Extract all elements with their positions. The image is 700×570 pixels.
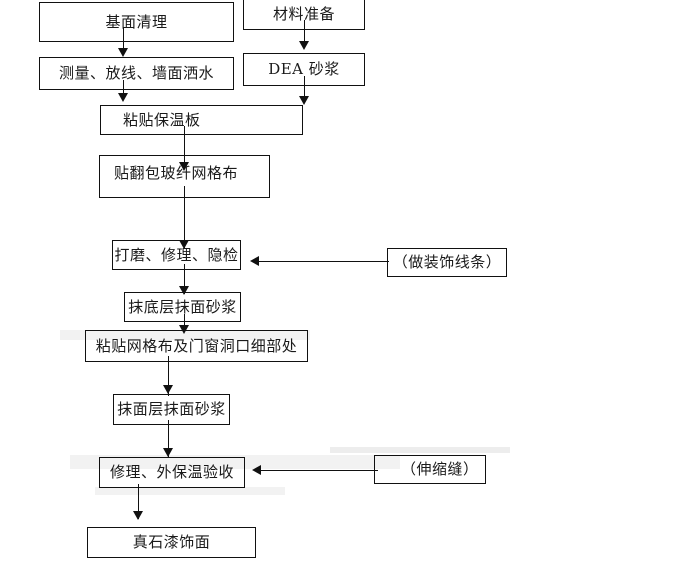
edge-cleaning-to-measure-line	[123, 28, 124, 49]
node-label: （伸缩缝）	[401, 460, 479, 479]
edge-board-to-mesh-arrow	[179, 162, 189, 171]
node-label: 基面清理	[105, 12, 168, 31]
edge-acceptance-to-stonepaint-line	[138, 484, 139, 519]
node-stone-paint-finish[interactable]: 真石漆饰面	[87, 527, 256, 558]
edge-openings-to-finishcoat-line	[168, 356, 169, 396]
node-finish-coat-mortar[interactable]: 抹面层抹面砂浆	[113, 394, 230, 425]
node-repair-and-acceptance[interactable]: 修理、外保温验收	[99, 457, 245, 488]
node-expansion-joint[interactable]: （伸缩缝）	[374, 455, 486, 484]
edge-mesh-to-grind-arrow	[179, 240, 189, 249]
edge-acceptance-to-stonepaint-arrow	[133, 511, 143, 520]
edge-board-to-mesh-line	[184, 126, 185, 169]
edge-decor-to-grind-arrow	[250, 256, 259, 266]
edge-basecoat-to-openings-arrow	[179, 325, 189, 334]
node-label: 真石漆饰面	[132, 533, 211, 552]
node-label: 粘贴保温板	[123, 110, 201, 129]
node-base-coat-mortar[interactable]: 抹底层抹面砂浆	[124, 292, 241, 322]
edge-material-to-dea-arrow	[299, 41, 309, 50]
edge-cleaning-to-measure-arrow	[118, 48, 128, 57]
edge-grind-to-basecoat-arrow	[179, 286, 189, 295]
scan-smudge	[330, 447, 510, 453]
node-label: 抹底层抹面砂浆	[128, 297, 237, 316]
node-label: 抹面层抹面砂浆	[117, 400, 226, 419]
edge-mesh-to-grind-line	[184, 186, 185, 248]
edge-dea-to-board-arrow	[299, 96, 309, 105]
node-label: 修理、外保温验收	[109, 463, 234, 482]
edge-dea-to-board-line	[304, 76, 305, 98]
node-paste-insulation-board[interactable]: 粘贴保温板	[100, 105, 303, 135]
edge-basecoat-to-openings-line	[184, 314, 185, 332]
scan-smudge	[95, 487, 285, 495]
edge-grind-to-basecoat-line	[184, 264, 185, 294]
edge-finishcoat-to-acceptance-arrow	[163, 448, 173, 457]
node-label: 粘贴网格布及门窗洞口细部处	[95, 336, 298, 355]
node-grind-repair-inspect[interactable]: 打磨、修理、隐检	[112, 240, 241, 270]
node-mesh-and-openings-detail[interactable]: 粘贴网格布及门窗洞口细部处	[85, 330, 308, 362]
node-base-surface-cleaning[interactable]: 基面清理	[39, 2, 234, 42]
node-label: 测量、放线、墙面洒水	[58, 64, 214, 83]
node-measure-line-wetting[interactable]: 测量、放线、墙面洒水	[39, 57, 234, 90]
edge-measure-to-board-line	[123, 80, 124, 95]
edge-joint-to-acceptance-line	[260, 470, 378, 471]
node-label: （做装饰线条）	[392, 253, 502, 272]
node-label: 打磨、修理、隐检	[114, 245, 239, 264]
node-decorative-lines[interactable]: （做装饰线条）	[387, 248, 507, 277]
edge-measure-to-board-arrow	[118, 93, 128, 102]
node-label: DEA 砂浆	[268, 60, 340, 79]
edge-material-to-dea-line	[304, 20, 305, 42]
edge-openings-to-finishcoat-arrow	[163, 385, 173, 394]
edge-finishcoat-to-acceptance-line	[168, 420, 169, 458]
edge-joint-to-acceptance-arrow	[252, 465, 261, 475]
edge-decor-to-grind-line	[257, 261, 389, 262]
node-label: 贴翻包玻纤网格布	[114, 164, 239, 183]
node-label: 材料准备	[272, 4, 335, 23]
